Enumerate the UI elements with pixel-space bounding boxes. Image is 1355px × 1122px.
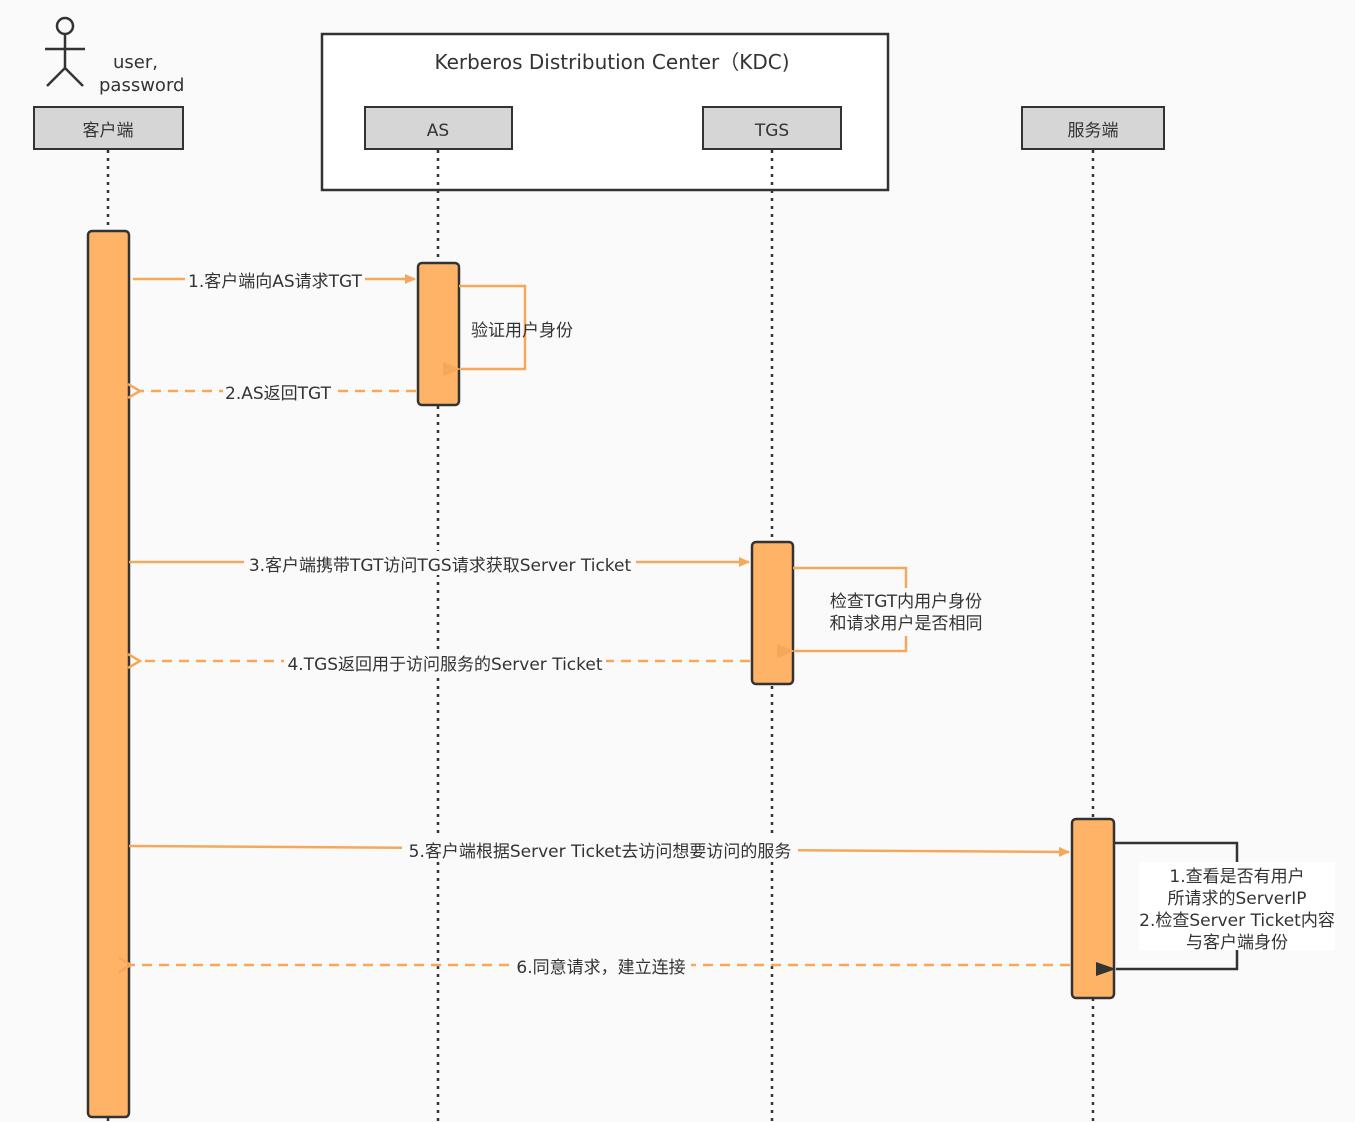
self-check-tgs-line1: 检查TGT内用户身份 (830, 592, 982, 612)
self-check-server: 1.查看是否有用户 所请求的ServerIP 2.检查Server Ticket… (1096, 841, 1335, 976)
self-check-server-line2: 所请求的ServerIP (1167, 889, 1306, 909)
participant-server-label: 服务端 (1068, 121, 1119, 141)
activation-as (416, 261, 461, 407)
activation-tgs (750, 540, 795, 686)
message-5-label: 5.客户端根据Server Ticket去访问想要访问的服务 (409, 842, 792, 862)
self-check-server-line3: 2.检查Server Ticket内容 (1139, 911, 1335, 931)
self-check-as: 验证用户身份 (443, 284, 573, 376)
kdc-title: Kerberos Distribution Center（KDC) (434, 50, 789, 74)
self-check-tgs: 检查TGT内用户身份 和请求用户是否相同 (777, 566, 992, 658)
message-4-label: 4.TGS返回用于访问服务的Server Ticket (287, 655, 602, 675)
message-3-label: 3.客户端携带TGT访问TGS请求获取Server Ticket (249, 556, 632, 576)
message-2-label: 2.AS返回TGT (225, 384, 332, 404)
message-1-label: 1.客户端向AS请求TGT (188, 272, 363, 292)
participant-client: 客户端 (33, 106, 184, 150)
activation-client (86, 229, 131, 1119)
message-6-label: 6.同意请求，建立连接 (516, 958, 685, 978)
activation-server (1070, 817, 1116, 1000)
message-4: 4.TGS返回用于访问服务的Server Ticket (140, 650, 750, 675)
participant-as-label: AS (427, 121, 449, 141)
user-actor-icon (45, 16, 85, 87)
participant-server: 服务端 (1021, 106, 1165, 150)
participant-client-label: 客户端 (83, 121, 134, 141)
self-check-server-line1: 1.查看是否有用户 (1169, 867, 1304, 887)
actor-label-user: user, (113, 52, 158, 73)
participant-as: AS (364, 106, 513, 150)
message-6: 6.同意请求，建立连接 (131, 954, 1070, 978)
message-2: 2.AS返回TGT (140, 380, 416, 404)
self-check-as-label: 验证用户身份 (471, 321, 573, 341)
participant-tgs-label: TGS (754, 121, 789, 141)
self-check-tgs-line2: 和请求用户是否相同 (830, 614, 983, 634)
message-1: 1.客户端向AS请求TGT (133, 268, 416, 292)
participant-tgs: TGS (702, 106, 842, 150)
message-5: 5.客户端根据Server Ticket去访问想要访问的服务 (128, 838, 1070, 862)
message-3: 3.客户端携带TGT访问TGS请求获取Server Ticket (129, 551, 750, 576)
self-check-server-line4: 与客户端身份 (1186, 933, 1288, 953)
actor-label-password: password (99, 75, 184, 96)
